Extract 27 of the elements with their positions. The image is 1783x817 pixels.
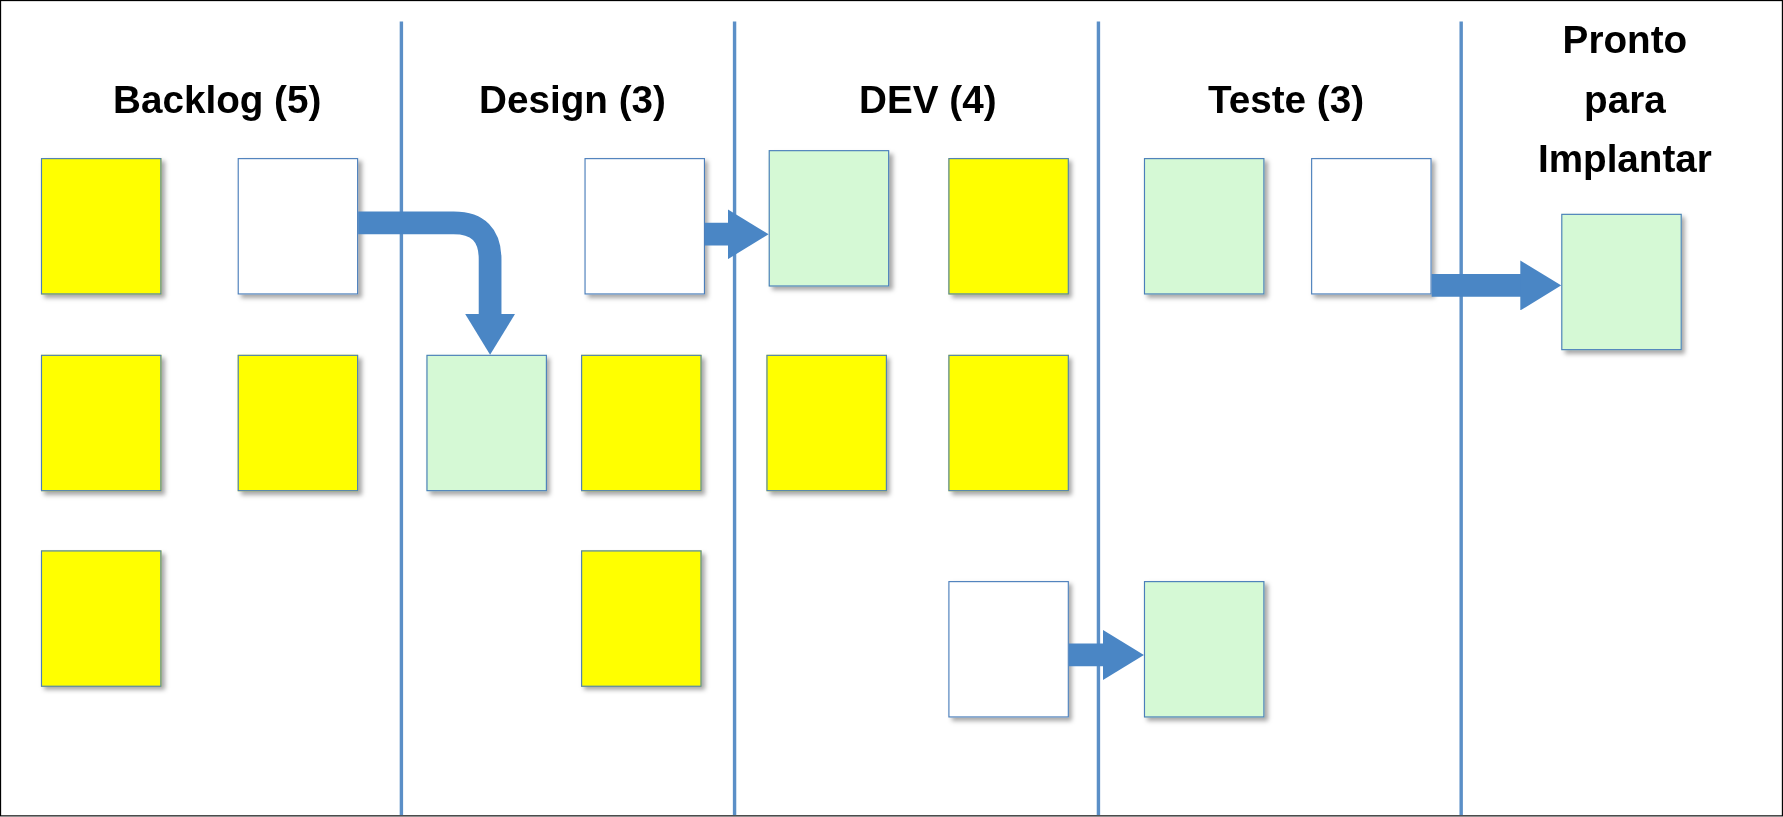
task-card <box>581 550 702 687</box>
task-card <box>948 581 1069 718</box>
task-card <box>768 150 890 287</box>
task-card <box>237 158 359 295</box>
block-arrow <box>1431 260 1562 311</box>
column-header: Pronto para Implantar <box>1536 17 1713 182</box>
task-card <box>426 354 547 492</box>
block-arrow <box>1068 629 1144 680</box>
task-card <box>40 354 162 492</box>
task-card <box>1311 158 1432 295</box>
task-card <box>948 354 1069 492</box>
task-card <box>237 354 359 492</box>
block-arrow <box>705 209 769 260</box>
task-card <box>584 158 705 295</box>
column-header: Design (3) <box>478 76 667 123</box>
task-card <box>948 158 1069 295</box>
task-card <box>766 354 887 492</box>
task-card <box>581 354 702 492</box>
column-header: DEV (4) <box>858 76 998 123</box>
block-arrow <box>358 211 516 355</box>
task-card <box>40 550 162 687</box>
task-card <box>40 158 162 295</box>
task-card <box>1143 581 1265 718</box>
column-header: Backlog (5) <box>112 76 323 123</box>
column-header: Teste (3) <box>1207 76 1366 123</box>
task-card <box>1143 158 1265 295</box>
task-card <box>1561 213 1682 351</box>
